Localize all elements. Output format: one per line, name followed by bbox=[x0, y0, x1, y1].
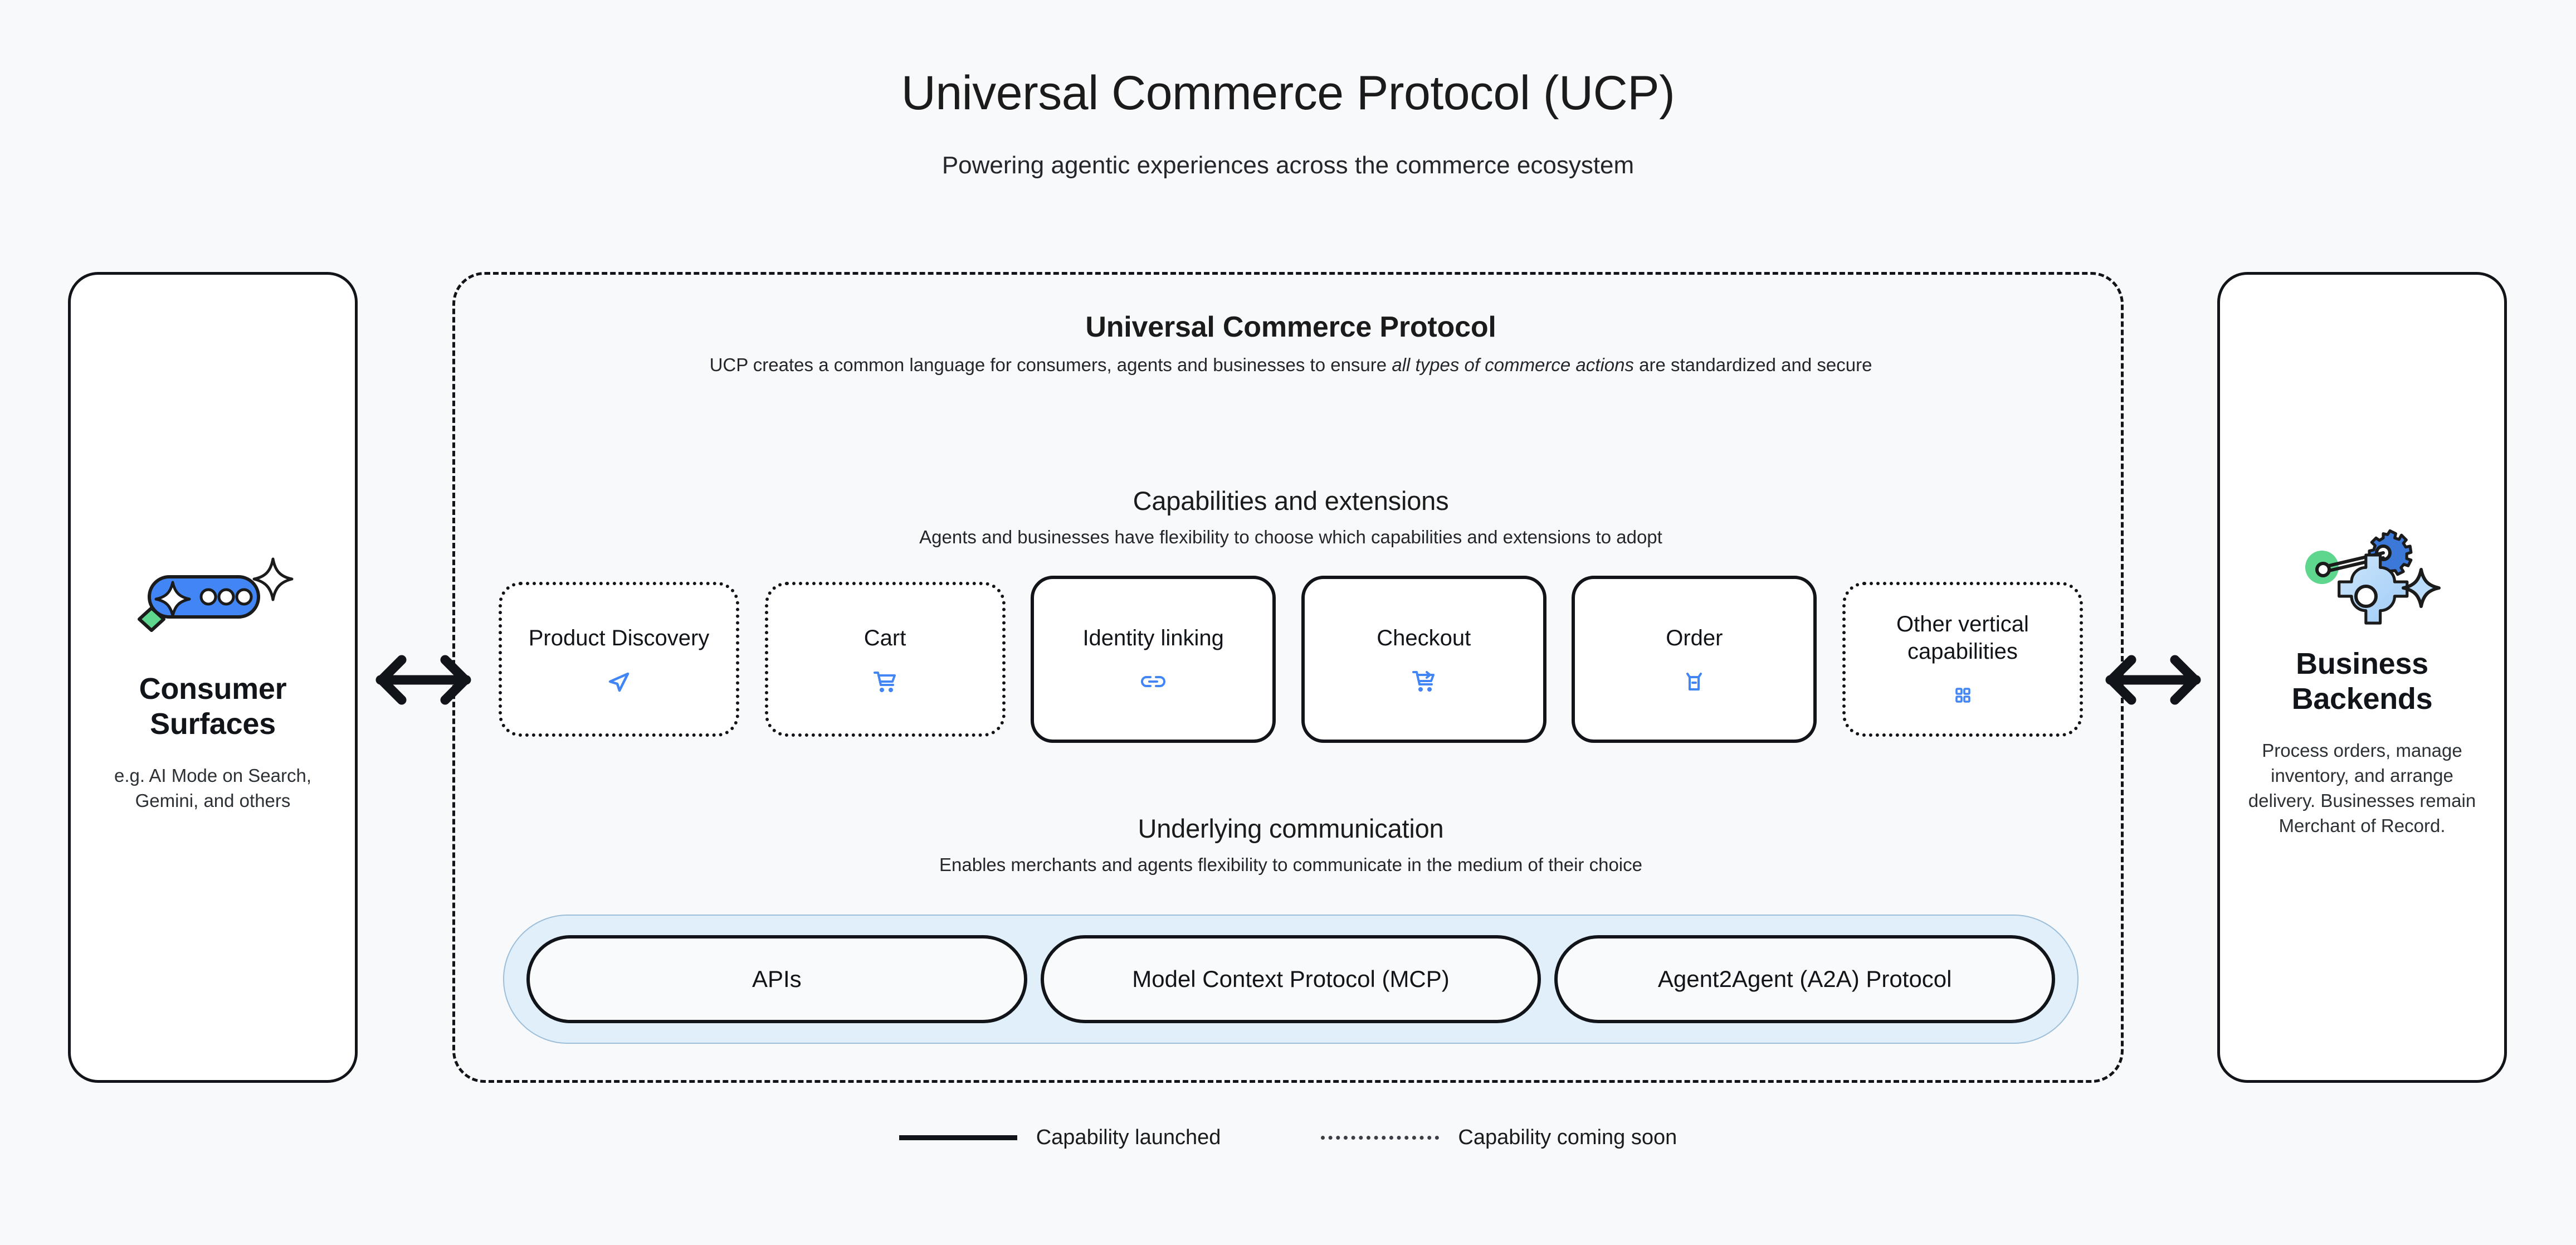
consumer-to-ucp-arrow bbox=[370, 646, 476, 713]
capability-label: Checkout bbox=[1377, 625, 1471, 650]
legend-item-coming-soon: Capability coming soon bbox=[1321, 1126, 1677, 1150]
send-navigation-icon bbox=[605, 669, 633, 694]
ucp-header: Universal Commerce Protocol UCP creates … bbox=[455, 310, 2126, 378]
consumer-panel-title: Consumer Surfaces bbox=[139, 672, 287, 741]
capability-label: Product Discovery bbox=[528, 625, 710, 650]
ucp-description-pre: UCP creates a common language for consum… bbox=[709, 354, 1392, 375]
grid-squares-icon bbox=[1949, 683, 1977, 708]
capability-card-other-vertical[interactable]: Other vertical capabilities bbox=[1842, 582, 2083, 737]
consumer-panel-description: e.g. AI Mode on Search, Gemini, and othe… bbox=[114, 765, 312, 811]
page-title: Universal Commerce Protocol (UCP) bbox=[901, 66, 1675, 120]
link-chain-icon bbox=[1139, 669, 1167, 694]
capabilities-header: Capabilities and extensions Agents and b… bbox=[455, 485, 2126, 550]
business-panel-title: Business Backends bbox=[2291, 647, 2433, 716]
communication-pill-mcp[interactable]: Model Context Protocol (MCP) bbox=[1040, 935, 1541, 1023]
communication-pill-a2a[interactable]: Agent2Agent (A2A) Protocol bbox=[1554, 935, 2056, 1023]
order-box-icon bbox=[1680, 669, 1708, 694]
capability-card-product-discovery[interactable]: Product Discovery bbox=[499, 582, 739, 737]
capabilities-title: Capabilities and extensions bbox=[1133, 486, 1449, 515]
solid-line-icon bbox=[899, 1135, 1017, 1140]
legend-label-launched: Capability launched bbox=[1036, 1126, 1221, 1149]
legend-item-launched: Capability launched bbox=[899, 1126, 1221, 1150]
legend: Capability launched Capability coming so… bbox=[0, 1126, 2576, 1150]
ucp-description-post: are standardized and secure bbox=[1633, 354, 1872, 375]
business-panel-description: Process orders, manage inventory, and ar… bbox=[2248, 740, 2476, 836]
legend-label-coming-soon: Capability coming soon bbox=[1458, 1126, 1677, 1149]
capability-card-checkout[interactable]: Checkout bbox=[1301, 576, 1546, 743]
ucp-description: UCP creates a common language for consum… bbox=[561, 353, 2021, 378]
communication-pill-label: APIs bbox=[752, 966, 802, 992]
capability-label: Identity linking bbox=[1082, 625, 1224, 650]
dotted-line-icon bbox=[1321, 1136, 1440, 1140]
ai-chat-sparkle-icon bbox=[129, 541, 296, 653]
capability-label: Other vertical capabilities bbox=[1896, 612, 2029, 664]
capability-card-row: Product Discovery Cart bbox=[499, 576, 2083, 743]
capabilities-subtitle: Agents and businesses have flexibility t… bbox=[919, 527, 1662, 547]
ucp-container: Universal Commerce Protocol UCP creates … bbox=[452, 272, 2124, 1083]
ucp-to-business-arrow bbox=[2100, 646, 2206, 713]
communication-header: Underlying communication Enables merchan… bbox=[455, 813, 2126, 878]
communication-title: Underlying communication bbox=[1138, 814, 1444, 843]
capability-card-identity-linking[interactable]: Identity linking bbox=[1031, 576, 1276, 743]
ucp-title: Universal Commerce Protocol bbox=[1085, 311, 1496, 343]
ucp-description-emphasis: all types of commerce actions bbox=[1392, 354, 1634, 375]
communication-pill-label: Agent2Agent (A2A) Protocol bbox=[1657, 966, 1952, 992]
business-backends-panel: Business Backends Process orders, manage… bbox=[2217, 272, 2507, 1083]
capability-card-order[interactable]: Order bbox=[1572, 576, 1817, 743]
capability-card-cart[interactable]: Cart bbox=[764, 582, 1006, 737]
communication-subtitle: Enables merchants and agents flexibility… bbox=[939, 854, 1642, 875]
capability-label: Order bbox=[1666, 625, 1723, 650]
communication-band: APIs Model Context Protocol (MCP) Agent2… bbox=[503, 915, 2079, 1044]
shopping-cart-icon bbox=[871, 669, 899, 694]
communication-pill-apis[interactable]: APIs bbox=[526, 935, 1027, 1023]
cart-checkout-arrow-icon bbox=[1410, 669, 1438, 694]
communication-pill-label: Model Context Protocol (MCP) bbox=[1132, 966, 1450, 992]
capability-label: Cart bbox=[863, 625, 906, 650]
page-subtitle: Powering agentic experiences across the … bbox=[941, 152, 1635, 179]
consumer-surfaces-panel: Consumer Surfaces e.g. AI Mode on Search… bbox=[68, 272, 358, 1083]
gears-settings-icon bbox=[2279, 516, 2446, 628]
